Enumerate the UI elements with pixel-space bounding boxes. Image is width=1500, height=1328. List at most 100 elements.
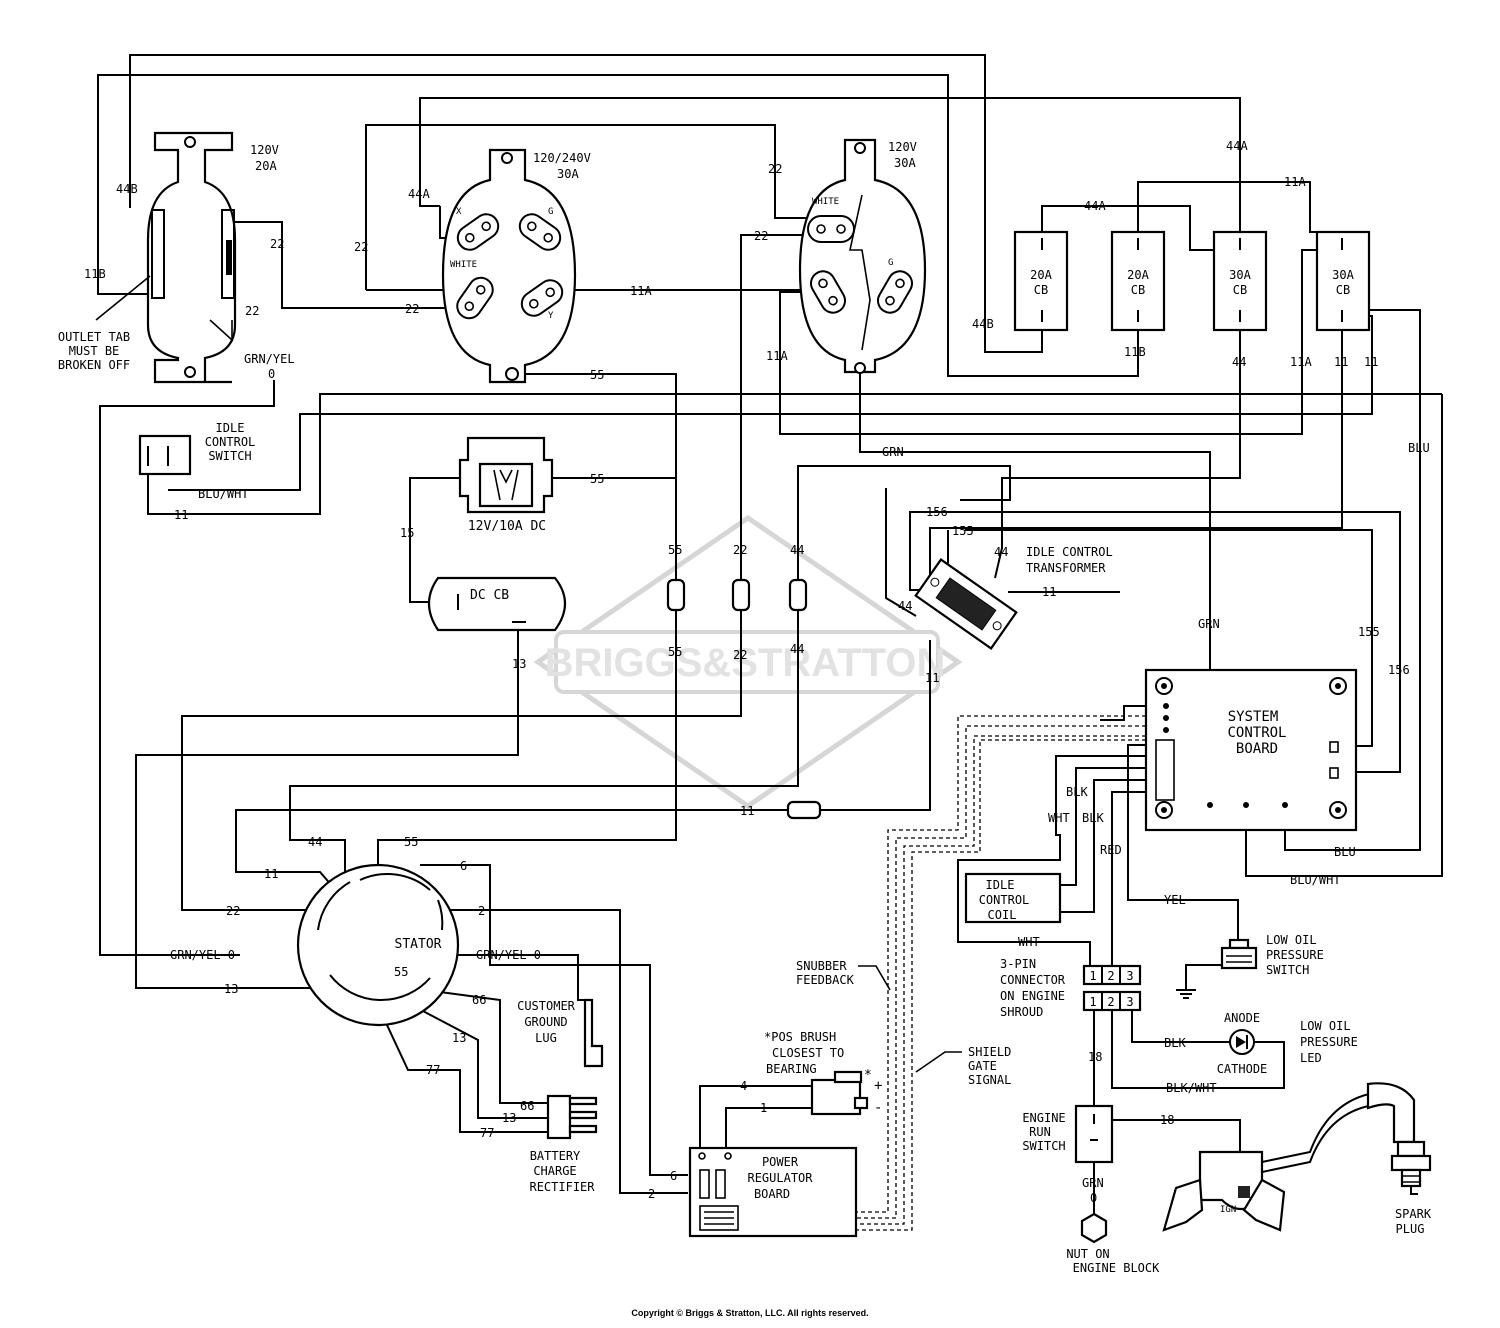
brush-assembly: *POS BRUSH CLOSEST TO BEARING * + - — [764, 1030, 882, 1116]
svg-text:44: 44 — [790, 543, 804, 557]
idle-control-switch: IDLE CONTROL SWITCH — [138, 421, 255, 476]
svg-text:SHROUD: SHROUD — [1000, 1005, 1043, 1019]
svg-text:ENGINE BLOCK: ENGINE BLOCK — [1073, 1261, 1160, 1275]
svg-text:BLU: BLU — [1408, 441, 1430, 455]
inline-connectors — [666, 578, 822, 820]
svg-text:BATTERY: BATTERY — [530, 1149, 581, 1163]
svg-text:ON ENGINE: ON ENGINE — [1000, 989, 1065, 1003]
svg-text:11A: 11A — [1290, 355, 1312, 369]
svg-text:2: 2 — [1107, 995, 1114, 1009]
svg-text:20A: 20A — [1127, 268, 1149, 282]
svg-text:1: 1 — [1089, 969, 1096, 983]
svg-text:22: 22 — [270, 237, 284, 251]
watermark: BRIGGS&STRATTON — [533, 514, 963, 810]
svg-text:X: X — [456, 207, 462, 217]
svg-text:BOARD: BOARD — [754, 1187, 790, 1201]
svg-text:SYSTEM: SYSTEM — [1228, 709, 1279, 725]
svg-text:GRN: GRN — [1198, 617, 1220, 631]
svg-text:55: 55 — [668, 645, 682, 659]
svg-text:BLK: BLK — [1082, 811, 1104, 825]
svg-text:BLU/WHT: BLU/WHT — [1290, 873, 1341, 887]
svg-text:POWER: POWER — [762, 1155, 799, 1169]
outlet-120v-20a: 120V 20A — [146, 131, 279, 384]
svg-text:IGN: IGN — [1220, 1205, 1236, 1215]
svg-text:22: 22 — [245, 304, 259, 318]
svg-text:RED: RED — [1100, 843, 1122, 857]
svg-text:30A: 30A — [1332, 268, 1354, 282]
svg-text:77: 77 — [426, 1063, 440, 1077]
svg-text:CB: CB — [1034, 283, 1048, 297]
svg-text:156: 156 — [926, 505, 948, 519]
svg-text:+: + — [874, 1078, 882, 1094]
svg-text:RUN: RUN — [1029, 1125, 1051, 1139]
svg-text:55: 55 — [404, 835, 418, 849]
nut-on-engine-block: NUT ON ENGINE BLOCK — [1066, 1212, 1160, 1275]
anode-label: ANODE — [1224, 1011, 1260, 1025]
svg-text:77: 77 — [480, 1126, 494, 1140]
svg-text:44B: 44B — [116, 182, 138, 196]
svg-text:GRN/YEL 0: GRN/YEL 0 — [476, 948, 541, 962]
svg-text:156: 156 — [1388, 663, 1410, 677]
svg-text:4: 4 — [740, 1079, 747, 1093]
svg-text:120/240V: 120/240V — [533, 151, 591, 165]
svg-text:BOARD: BOARD — [1236, 741, 1278, 757]
svg-text:BLK/WHT: BLK/WHT — [1166, 1081, 1217, 1095]
svg-text:13: 13 — [452, 1031, 466, 1045]
svg-text:1: 1 — [1089, 995, 1096, 1009]
svg-text:OUTLET TAB: OUTLET TAB — [58, 330, 130, 344]
svg-text:G: G — [548, 207, 553, 217]
svg-text:PRESSURE: PRESSURE — [1266, 948, 1324, 962]
svg-text:PRESSURE: PRESSURE — [1300, 1035, 1358, 1049]
svg-text:44: 44 — [308, 835, 322, 849]
svg-text:1: 1 — [760, 1101, 767, 1115]
svg-text:SIGNAL: SIGNAL — [968, 1073, 1011, 1087]
cathode-label: CATHODE — [1217, 1062, 1268, 1076]
svg-text:*POS BRUSH: *POS BRUSH — [764, 1030, 836, 1044]
svg-text:TRANSFORMER: TRANSFORMER — [1026, 561, 1106, 575]
dc-circuit-breaker: DC CB — [427, 576, 567, 632]
svg-text:3: 3 — [1126, 995, 1133, 1009]
svg-text:44A: 44A — [408, 187, 430, 201]
svg-text:LOW OIL: LOW OIL — [1266, 933, 1317, 947]
spark-plug: SPARK PLUG — [1366, 1082, 1432, 1236]
customer-ground-lug: CUSTOMER GROUND LUG — [517, 998, 604, 1068]
connector-22 — [731, 578, 751, 612]
svg-text:SWITCH: SWITCH — [208, 449, 251, 463]
connector-3-pin: 1 2 3 1 2 3 3-PIN CONNECTOR ON ENGINE SH… — [1000, 957, 1142, 1019]
svg-text:MUST BE: MUST BE — [69, 344, 120, 358]
svg-text:IDLE CONTROL: IDLE CONTROL — [1026, 545, 1113, 559]
svg-text:-: - — [874, 1100, 882, 1116]
outlet-tab-note: OUTLET TAB MUST BE BROKEN OFF — [58, 275, 151, 372]
battery-charge-rectifier: BATTERY CHARGE RECTIFIER — [529, 1094, 598, 1194]
svg-text:CONTROL: CONTROL — [1227, 725, 1286, 741]
svg-text:13: 13 — [512, 657, 526, 671]
svg-text:11A: 11A — [766, 349, 788, 363]
svg-text:44: 44 — [994, 545, 1008, 559]
outlet-20a-amps: 20A — [255, 159, 277, 173]
svg-text:11A: 11A — [630, 284, 652, 298]
svg-text:CONTROL: CONTROL — [979, 893, 1030, 907]
low-oil-pressure-switch: LOW OIL PRESSURE SWITCH — [1220, 933, 1324, 977]
wire-labels: 44B 11B 22 22 GRN/YEL 0 44A 22 22 22 22 … — [84, 139, 1430, 1205]
svg-text:CB: CB — [1131, 283, 1145, 297]
svg-text:2: 2 — [648, 1187, 655, 1201]
svg-text:WHITE: WHITE — [812, 197, 839, 207]
idle-control-transformer: IDLE CONTROL TRANSFORMER — [914, 545, 1113, 650]
svg-text:LOW OIL: LOW OIL — [1300, 1019, 1351, 1033]
svg-text:22: 22 — [768, 162, 782, 176]
shielded-cables — [742, 715, 1160, 1231]
svg-text:20A: 20A — [1030, 268, 1052, 282]
svg-text:CLOSEST TO: CLOSEST TO — [772, 1046, 844, 1060]
svg-text:*: * — [864, 1068, 872, 1083]
svg-text:66: 66 — [520, 1099, 534, 1113]
svg-text:11B: 11B — [84, 267, 106, 281]
svg-text:55: 55 — [590, 368, 604, 382]
outlet-20a-volts: 120V — [250, 143, 279, 157]
svg-text:18: 18 — [1160, 1113, 1174, 1127]
svg-text:GATE: GATE — [968, 1059, 997, 1073]
svg-text:STATOR: STATOR — [395, 937, 442, 952]
svg-text:120V: 120V — [888, 140, 917, 154]
svg-text:11B: 11B — [1124, 345, 1146, 359]
svg-text:44: 44 — [1232, 355, 1246, 369]
